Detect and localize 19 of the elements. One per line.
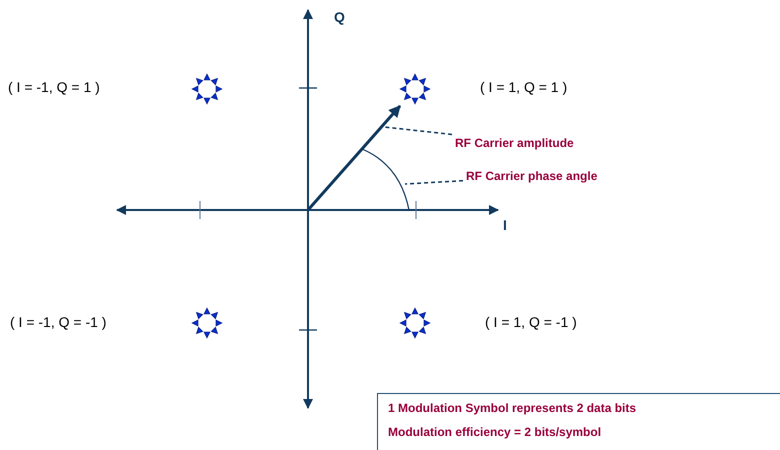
coordinate-label: ( I = 1, Q = 1 ) [480, 78, 568, 96]
coordinate-label: ( I = 1, Q = -1 ) [485, 313, 577, 331]
axis-label: Q [334, 8, 345, 26]
vector-arrow [306, 105, 402, 211]
leader-line [384, 126, 452, 136]
note-text: Modulation efficiency = 2 bits/symbol [388, 425, 602, 439]
constellation-point-icon [398, 306, 432, 340]
note-text: 1 Modulation Symbol represents 2 data bits [388, 401, 638, 415]
note-panel [377, 393, 780, 450]
callout-text: RF Carrier phase angle [466, 167, 626, 185]
callout-text: RF Carrier amplitude [455, 134, 605, 152]
coordinate-label: ( I = -1, Q = 1 ) [8, 78, 100, 96]
phase-arc [360, 147, 412, 210]
leader-line [404, 180, 464, 185]
constellation-point-icon [190, 306, 224, 340]
axis-label: I [503, 216, 507, 234]
constellation-point-icon [190, 72, 224, 106]
constellation-point-icon [398, 72, 432, 106]
coordinate-label: ( I = -1, Q = -1 ) [10, 313, 106, 331]
